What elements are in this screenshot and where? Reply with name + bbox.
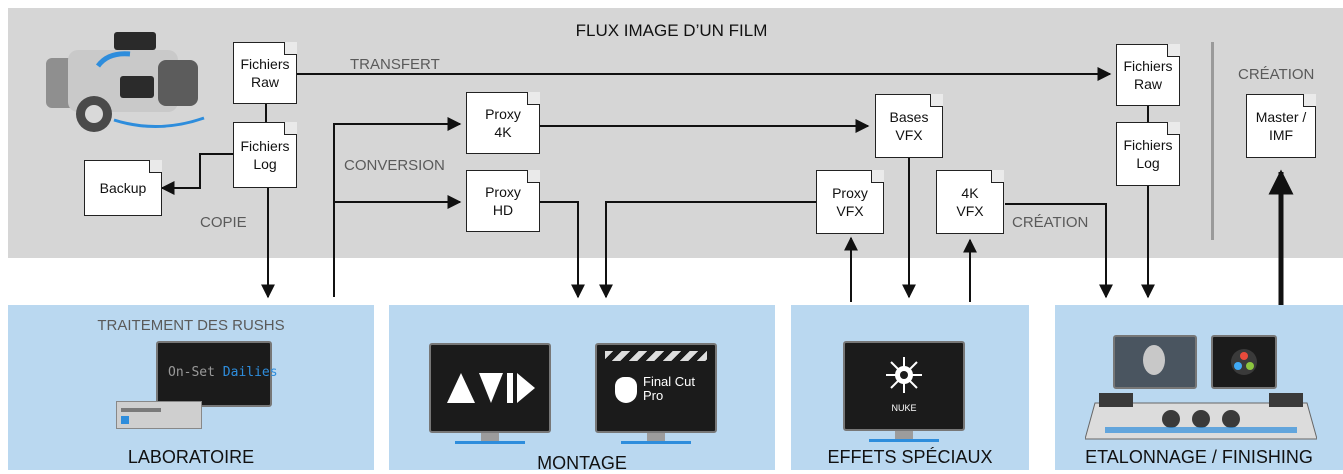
monitor-stand <box>481 433 499 441</box>
monitor-dailies: On-Set Dailies <box>156 341 278 407</box>
label-copie: COPIE <box>200 214 247 231</box>
doc-fold <box>1303 94 1316 107</box>
doc-label: Proxy VFX <box>832 185 868 219</box>
separator-line <box>1211 42 1214 240</box>
label-transfert: TRANSFERT <box>350 56 440 73</box>
dept-montage: Final Cut Pro MONTAGE <box>389 305 775 473</box>
label-conversion: CONVERSION <box>344 157 445 174</box>
label-creation-master: CRÉATION <box>1238 66 1315 83</box>
label-creation-vfx: CRÉATION <box>1012 214 1089 231</box>
doc-fold <box>1167 44 1180 57</box>
doc-label: Proxy 4K <box>485 106 521 140</box>
server-icon <box>116 401 202 429</box>
doc-fold <box>284 122 297 135</box>
final-cut-pro-logo: Final Cut Pro <box>595 343 717 433</box>
monitor-stand <box>647 433 665 441</box>
dept-subtitle: TRAITEMENT DES RUSHS <box>97 317 285 334</box>
doc-fold <box>527 170 540 183</box>
doc-label: Fichiers Raw <box>1123 58 1173 92</box>
nuke-logo: NUKE <box>843 341 965 431</box>
dept-name: LABORATOIRE <box>127 447 255 467</box>
dailies-text-2: Dailies <box>222 365 278 380</box>
doc-fichiers-log-1: Fichiers Log <box>233 122 297 188</box>
dept-name: EFFETS SPÉCIAUX <box>827 447 993 467</box>
doc-label: Master / IMF <box>1255 109 1307 143</box>
dept-name: MONTAGE <box>537 453 627 473</box>
doc-fold <box>284 42 297 55</box>
doc-fold <box>930 94 943 107</box>
grading-monitor-image <box>1113 335 1197 389</box>
doc-fold <box>1167 122 1180 135</box>
doc-label: Fichiers Log <box>1123 137 1173 171</box>
doc-label: 4K VFX <box>956 185 984 219</box>
doc-label: Fichiers Raw <box>240 56 290 90</box>
doc-proxy-4k: Proxy 4K <box>466 92 540 154</box>
doc-fold <box>149 160 162 173</box>
doc-label: Bases VFX <box>889 109 929 143</box>
dept-name: ETALONNAGE / FINISHING <box>1085 447 1313 467</box>
avid-logo <box>429 343 551 433</box>
doc-label: Fichiers Log <box>240 138 290 172</box>
doc-label: Proxy HD <box>485 184 521 218</box>
monitor-base <box>869 439 939 442</box>
diagram-title: FLUX IMAGE D’UN FILM <box>575 21 768 40</box>
camera-icon <box>46 32 205 132</box>
monitor-base <box>455 441 525 444</box>
monitor-stand <box>895 431 913 439</box>
nuke-text: NUKE <box>891 403 917 413</box>
final-cut-text: Final Cut Pro <box>643 374 696 403</box>
dept-laboratoire: TRAITEMENT DES RUSHS On-Set Dailies LABO… <box>8 305 374 470</box>
davinci-resolve-logo <box>1211 335 1277 389</box>
doc-fold <box>527 92 540 105</box>
dailies-text: On-Set Dailies <box>168 365 278 380</box>
doc-fold <box>991 170 1004 183</box>
monitor-base <box>621 441 691 444</box>
dept-etalonnage: ETALONNAGE / FINISHING <box>1055 305 1343 470</box>
doc-label: Backup <box>99 180 147 196</box>
grading-panel-icon <box>1085 393 1317 440</box>
dept-effets-speciaux: NUKE EFFETS SPÉCIAUX <box>791 305 1029 470</box>
dailies-text-1: On-Set <box>168 365 223 380</box>
doc-4k-vfx: 4K VFX <box>936 170 1004 234</box>
doc-fold <box>871 170 884 183</box>
